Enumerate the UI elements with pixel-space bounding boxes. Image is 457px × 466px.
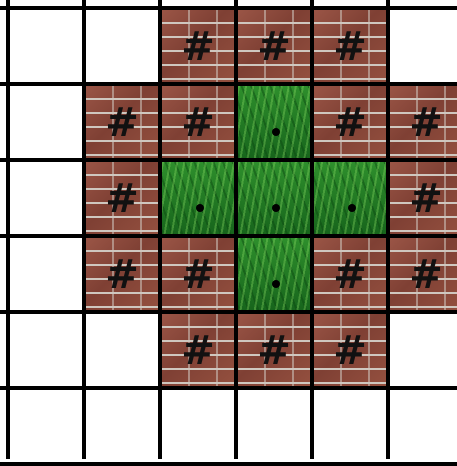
wall-symbol: # [162, 10, 234, 82]
empty-tile[interactable] [162, 390, 234, 462]
empty-tile[interactable] [86, 10, 158, 82]
wall-symbol: # [238, 10, 310, 82]
wall-tile[interactable]: # [390, 86, 457, 158]
marker-dot [272, 204, 280, 212]
wall-tile[interactable]: # [238, 10, 310, 82]
empty-tile[interactable] [10, 314, 82, 386]
marker-dot [196, 204, 204, 212]
wall-symbol: # [314, 238, 386, 310]
grid-line-horizontal [0, 386, 457, 390]
empty-tile[interactable] [10, 162, 82, 234]
wall-tile[interactable]: # [314, 238, 386, 310]
wall-symbol: # [390, 86, 457, 158]
wall-tile[interactable]: # [86, 238, 158, 310]
grass-tile[interactable] [238, 238, 310, 310]
empty-tile[interactable] [10, 10, 82, 82]
wall-tile[interactable]: # [162, 314, 234, 386]
grass-tile[interactable] [314, 162, 386, 234]
wall-symbol: # [314, 10, 386, 82]
marker-dot [272, 280, 280, 288]
wall-tile[interactable]: # [314, 86, 386, 158]
wall-tile[interactable]: # [390, 238, 457, 310]
wall-symbol: # [86, 162, 158, 234]
wall-symbol: # [314, 314, 386, 386]
wall-symbol: # [162, 314, 234, 386]
wall-tile[interactable]: # [162, 238, 234, 310]
empty-tile[interactable] [10, 390, 82, 462]
grid-line-vertical [310, 0, 314, 459]
empty-tile[interactable] [86, 314, 158, 386]
grid-line-horizontal [0, 462, 457, 466]
empty-tile[interactable] [390, 390, 457, 462]
marker-dot [348, 204, 356, 212]
marker-dot [272, 128, 280, 136]
wall-tile[interactable]: # [162, 10, 234, 82]
wall-tile[interactable]: # [86, 86, 158, 158]
grid-line-vertical [82, 0, 86, 459]
empty-tile[interactable] [10, 238, 82, 310]
wall-tile[interactable]: # [390, 162, 457, 234]
wall-symbol: # [162, 86, 234, 158]
grid-line-vertical [6, 0, 10, 459]
wall-tile[interactable]: # [162, 86, 234, 158]
wall-tile[interactable]: # [314, 10, 386, 82]
wall-tile[interactable]: # [314, 314, 386, 386]
empty-tile[interactable] [10, 86, 82, 158]
wall-symbol: # [86, 86, 158, 158]
wall-symbol: # [390, 238, 457, 310]
wall-symbol: # [314, 86, 386, 158]
grid-line-vertical [234, 0, 238, 459]
wall-tile[interactable]: # [86, 162, 158, 234]
grass-tile[interactable] [162, 162, 234, 234]
empty-tile[interactable] [390, 314, 457, 386]
wall-symbol: # [390, 162, 457, 234]
wall-symbol: # [162, 238, 234, 310]
empty-tile[interactable] [238, 390, 310, 462]
grass-tile[interactable] [238, 162, 310, 234]
grid-line-vertical [158, 0, 162, 459]
empty-tile[interactable] [86, 390, 158, 462]
empty-tile[interactable] [314, 390, 386, 462]
grass-tile[interactable] [238, 86, 310, 158]
empty-tile[interactable] [390, 10, 457, 82]
grid-line-vertical [386, 0, 390, 459]
wall-tile[interactable]: # [238, 314, 310, 386]
wall-symbol: # [86, 238, 158, 310]
wall-symbol: # [238, 314, 310, 386]
